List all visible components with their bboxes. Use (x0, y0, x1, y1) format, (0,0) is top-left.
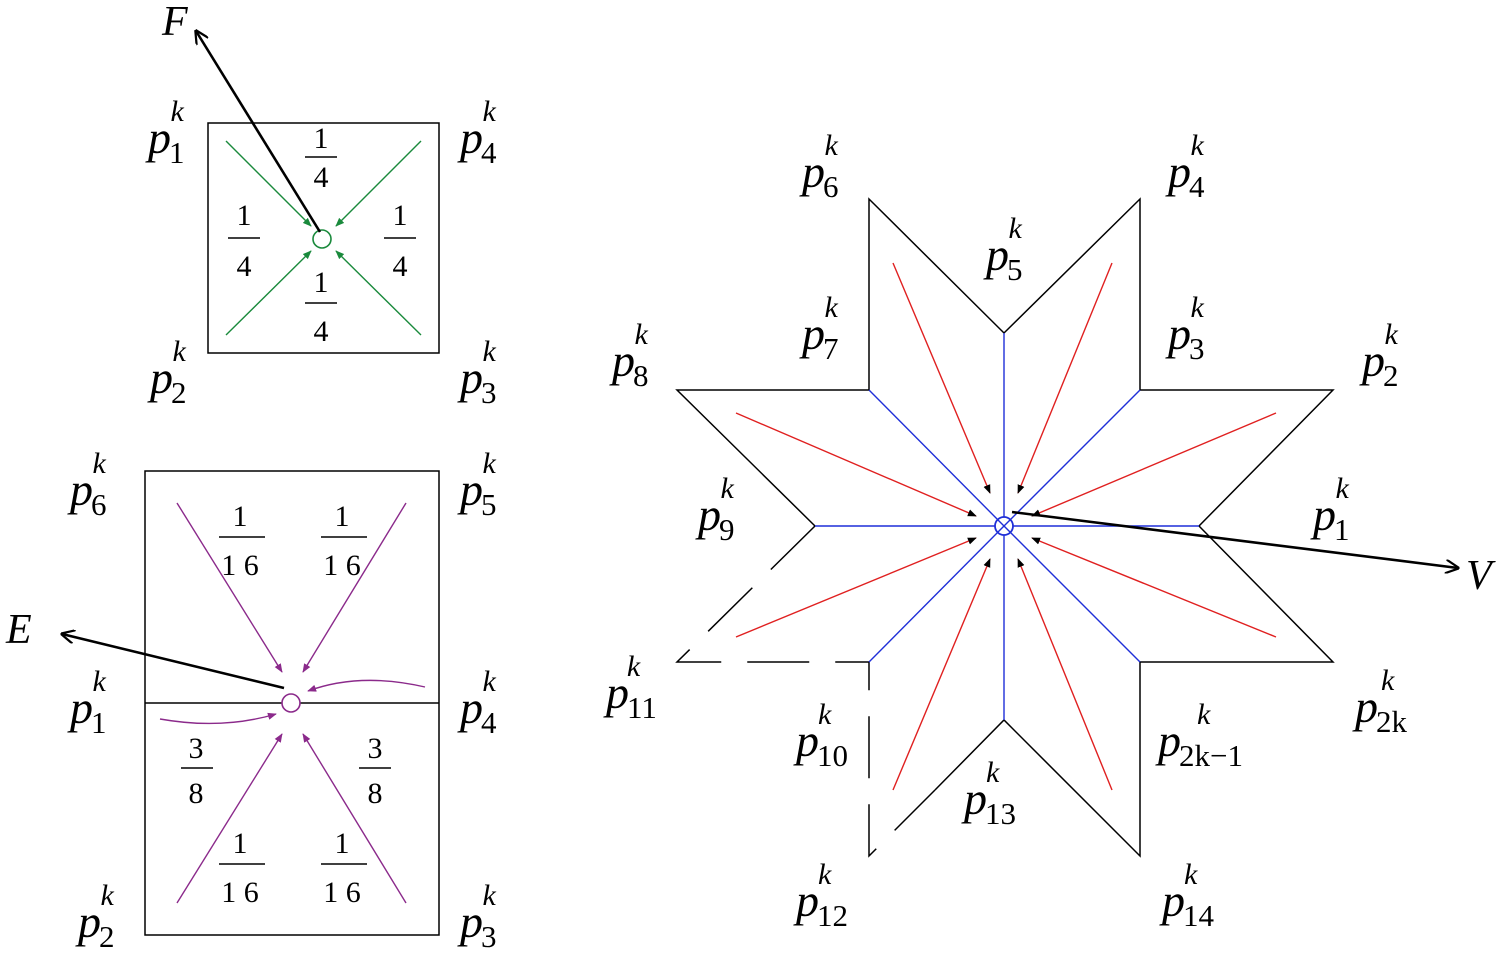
face-square (207, 122, 440, 354)
star-label-p11: p11k (603, 650, 657, 725)
edge-weight-arrows (159, 502, 426, 904)
svg-text:4: 4 (237, 250, 252, 283)
svg-text:4: 4 (314, 161, 329, 194)
square-label-p2: p2k (147, 335, 187, 410)
face-point-circle (312, 229, 332, 249)
svg-text:1: 1 (314, 122, 329, 155)
face-weight-left: 1 4 (228, 199, 260, 283)
star-label-p2k: p2kk (1352, 664, 1408, 739)
star-label-p9: p9k (695, 472, 735, 547)
svg-text:3: 3 (189, 732, 204, 765)
svg-text:1: 1 (233, 500, 248, 533)
star-outline-solid (675, 197, 1335, 858)
rect-label-p1: p1k (67, 665, 107, 740)
rect-label-p3: p3k (457, 879, 497, 954)
face-weight-arrows (225, 140, 422, 336)
star-label-p6: p6k (799, 129, 839, 204)
svg-text:4: 4 (393, 250, 408, 283)
svg-text:3: 3 (368, 732, 383, 765)
svg-text:1: 1 (237, 199, 252, 232)
face-vector-label: F (161, 0, 188, 45)
wing-weight-top-left: 1 1 6 (219, 500, 265, 582)
star-label-p1: p1k (1310, 472, 1350, 547)
svg-text:4: 4 (314, 315, 329, 348)
edge-weight-right: 3 8 (359, 732, 391, 810)
star-label-p4: p4k (1165, 129, 1205, 204)
wing-weight-bottom-left: 1 1 6 (219, 827, 265, 909)
star-label-p7: p7k (799, 291, 839, 366)
svg-text:8: 8 (189, 777, 204, 810)
face-weight-top: 1 4 (305, 122, 337, 194)
star-label-p2k-1: p2k−1k (1155, 698, 1243, 773)
svg-text:1: 1 (335, 500, 350, 533)
wing-weight-bottom-right: 1 1 6 (321, 827, 367, 909)
svg-text:1 6: 1 6 (323, 876, 361, 909)
svg-text:1 6: 1 6 (221, 876, 259, 909)
star-label-p13: p13k (961, 756, 1016, 831)
star-arrows-red (735, 262, 1277, 791)
star-label-p10: p10k (793, 698, 848, 773)
vertex-stencil: V p6k p4k p5k p7k p3k p8k p2k p9k p1k p1… (603, 129, 1496, 933)
edge-vector-label: E (5, 607, 32, 653)
square-label-p4: p4k (457, 95, 497, 170)
wing-weight-top-right: 1 1 6 (321, 500, 367, 582)
square-label-p1: p1k (145, 95, 185, 170)
face-weight-bottom: 1 4 (305, 266, 337, 348)
svg-text:8: 8 (368, 777, 383, 810)
star-label-p2: p2k (1359, 318, 1399, 393)
svg-text:1 6: 1 6 (323, 549, 361, 582)
star-label-p12: p12k (793, 858, 848, 933)
edge-weight-left: 3 8 (181, 732, 213, 810)
edge-point-circle (281, 693, 301, 713)
rect-label-p4: p4k (457, 665, 497, 740)
star-label-p8: p8k (609, 318, 649, 393)
face-stencil: F 1 4 1 4 1 4 1 4 p1k p4k p2k p3k (145, 0, 497, 410)
face-weight-right: 1 4 (384, 199, 416, 283)
face-vector-arrow (196, 31, 322, 233)
star-label-p14: p14k (1159, 858, 1215, 933)
square-label-p3: p3k (457, 335, 497, 410)
edge-stencil: E 1 1 6 1 1 6 3 8 3 8 1 1 6 1 (5, 447, 497, 954)
vertex-point-cross (997, 519, 1011, 533)
vertex-vector-label: V (1466, 553, 1496, 599)
svg-text:1: 1 (233, 827, 248, 860)
svg-text:1: 1 (393, 199, 408, 232)
vertex-vector-arrow (1011, 510, 1458, 568)
rect-label-p2: p2k (75, 879, 115, 954)
rect-label-p5: p5k (457, 447, 497, 522)
svg-text:1 6: 1 6 (221, 549, 259, 582)
star-outline-dashed (675, 525, 936, 858)
rect-label-p6: p6k (67, 447, 107, 522)
edge-vector-arrow (62, 634, 285, 690)
svg-text:1: 1 (335, 827, 350, 860)
star-spokes-blue (815, 333, 1199, 720)
star-label-p3: p3k (1165, 291, 1205, 366)
svg-text:1: 1 (314, 266, 329, 299)
star-label-p5: p5k (983, 212, 1023, 287)
